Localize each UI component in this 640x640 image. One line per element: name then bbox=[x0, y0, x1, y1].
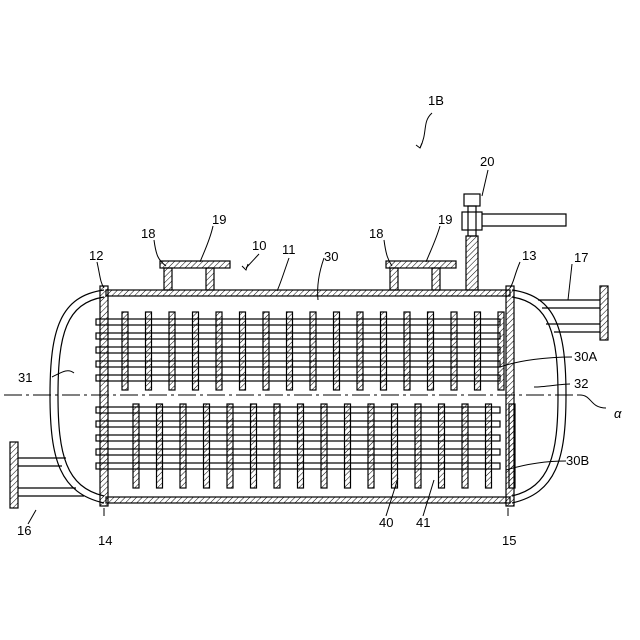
baffle-upper bbox=[428, 312, 434, 390]
nozzle-17 bbox=[538, 286, 608, 340]
baffle-lower bbox=[486, 404, 492, 488]
baffle-upper bbox=[263, 312, 269, 390]
baffle-upper bbox=[475, 312, 481, 390]
baffle-lower bbox=[204, 404, 210, 488]
label-30: 30 bbox=[324, 249, 338, 264]
baffle-lower bbox=[157, 404, 163, 488]
label-30b: 30B bbox=[566, 453, 589, 468]
baffle-upper bbox=[193, 312, 199, 390]
baffle-lower bbox=[462, 404, 468, 488]
label-11: 11 bbox=[282, 242, 296, 257]
label-40: 40 bbox=[379, 515, 393, 530]
tube-row bbox=[96, 319, 500, 325]
baffle-upper bbox=[381, 312, 387, 390]
right-head bbox=[512, 290, 566, 503]
label-20: 20 bbox=[480, 154, 494, 169]
top-nozzle-left bbox=[160, 261, 230, 290]
sensor-20 bbox=[462, 194, 566, 290]
label-32: 32 bbox=[574, 376, 588, 391]
figure-label-1b: 1B bbox=[428, 93, 444, 108]
baffle-upper bbox=[122, 312, 128, 390]
label-14: 14 bbox=[98, 533, 112, 548]
baffle-lower bbox=[321, 404, 327, 488]
baffle-upper bbox=[451, 312, 457, 390]
baffle-lower bbox=[180, 404, 186, 488]
baffle-lower bbox=[368, 404, 374, 488]
axis-leader bbox=[580, 395, 606, 408]
label-17: 17 bbox=[574, 250, 588, 265]
top-nozzle-right bbox=[386, 261, 456, 290]
label-alpha: α bbox=[614, 406, 622, 421]
baffle-lower bbox=[227, 404, 233, 488]
baffle-lower bbox=[392, 404, 398, 488]
label-18-right: 18 bbox=[369, 226, 383, 241]
baffle-upper bbox=[498, 312, 504, 390]
label-19-left: 19 bbox=[212, 212, 226, 227]
tube-row bbox=[96, 361, 500, 367]
baffle-upper bbox=[216, 312, 222, 390]
baffle-upper bbox=[310, 312, 316, 390]
baffle-lower bbox=[509, 404, 515, 488]
baffle-lower bbox=[345, 404, 351, 488]
baffle-upper bbox=[404, 312, 410, 390]
baffle-lower bbox=[274, 404, 280, 488]
label-15: 15 bbox=[502, 533, 516, 548]
baffle-lower bbox=[439, 404, 445, 488]
baffle-upper bbox=[334, 312, 340, 390]
label-18-left: 18 bbox=[141, 226, 155, 241]
tube-row bbox=[96, 375, 500, 381]
baffle-lower bbox=[298, 404, 304, 488]
label-19-right: 19 bbox=[438, 212, 452, 227]
label-30a: 30A bbox=[574, 349, 597, 364]
baffle-lower bbox=[251, 404, 257, 488]
baffle-upper bbox=[357, 312, 363, 390]
tube-row bbox=[96, 347, 500, 353]
label-16: 16 bbox=[17, 523, 31, 538]
tube-row bbox=[96, 333, 500, 339]
label-31: 31 bbox=[18, 370, 32, 385]
baffle-lower bbox=[133, 404, 139, 488]
label-13: 13 bbox=[522, 248, 536, 263]
baffle-upper bbox=[240, 312, 246, 390]
shell-wall bbox=[106, 290, 510, 503]
label-12: 12 bbox=[89, 248, 103, 263]
baffle-upper bbox=[287, 312, 293, 390]
baffle-upper bbox=[146, 312, 152, 390]
label-10: 10 bbox=[252, 238, 266, 253]
label-41: 41 bbox=[416, 515, 430, 530]
baffle-plates bbox=[122, 312, 515, 488]
baffle-lower bbox=[415, 404, 421, 488]
baffle-upper bbox=[169, 312, 175, 390]
